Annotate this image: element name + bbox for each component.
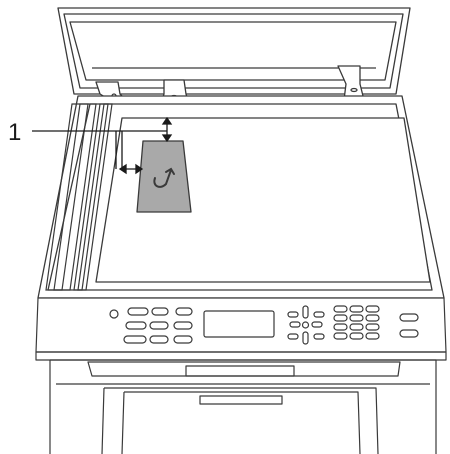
dial-keypad (333, 305, 380, 340)
margin-indicator-arrows (118, 116, 173, 175)
document-orientation-icon (153, 167, 175, 188)
lower-body (49, 359, 437, 454)
left-button-group (123, 307, 193, 344)
control-panel (35, 297, 447, 361)
power-button (109, 309, 119, 319)
paper-tray-handle (199, 395, 283, 405)
right-button-group (399, 313, 419, 338)
document-on-glass (136, 140, 192, 213)
navigation-pad (287, 305, 325, 345)
scanner-lid (57, 7, 411, 101)
callout-label-1: 1 (8, 119, 21, 146)
lcd-display (203, 310, 275, 338)
paper-tray (56, 383, 430, 454)
output-tray-handle (185, 365, 295, 377)
callout-leader-lines (32, 130, 167, 169)
adf-glass-strip (45, 103, 113, 291)
